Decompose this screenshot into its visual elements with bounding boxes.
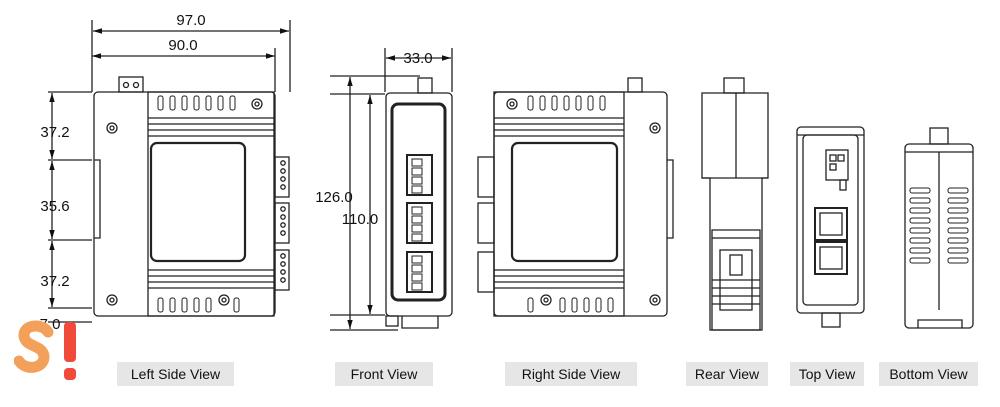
bottom-view-drawing <box>904 127 974 329</box>
dim-overall-width: 97.0 <box>176 12 205 29</box>
view-label-right-side: Right Side View <box>505 362 637 386</box>
view-label-bottom: Bottom View <box>879 362 978 386</box>
dim-front-width: 33.0 <box>403 50 432 67</box>
dim-lower-height: 37.2 <box>40 273 69 290</box>
rear-view-drawing <box>701 77 769 331</box>
left-side-view-drawing <box>48 20 291 323</box>
front-view-drawing <box>330 48 453 331</box>
dim-body-width: 90.0 <box>168 37 197 54</box>
brand-logo <box>14 320 76 380</box>
view-label-top: Top View <box>790 362 864 386</box>
dim-middle-height: 35.6 <box>40 198 69 215</box>
view-label-rear: Rear View <box>686 362 768 386</box>
dim-upper-height: 37.2 <box>40 124 69 141</box>
view-label-front: Front View <box>335 362 433 386</box>
view-label-left-side: Left Side View <box>117 362 234 386</box>
dim-total-height: 126.0 <box>315 189 353 206</box>
top-view-drawing <box>796 126 865 328</box>
right-side-view-drawing <box>477 77 674 317</box>
dim-body-height: 110.0 <box>342 211 378 228</box>
